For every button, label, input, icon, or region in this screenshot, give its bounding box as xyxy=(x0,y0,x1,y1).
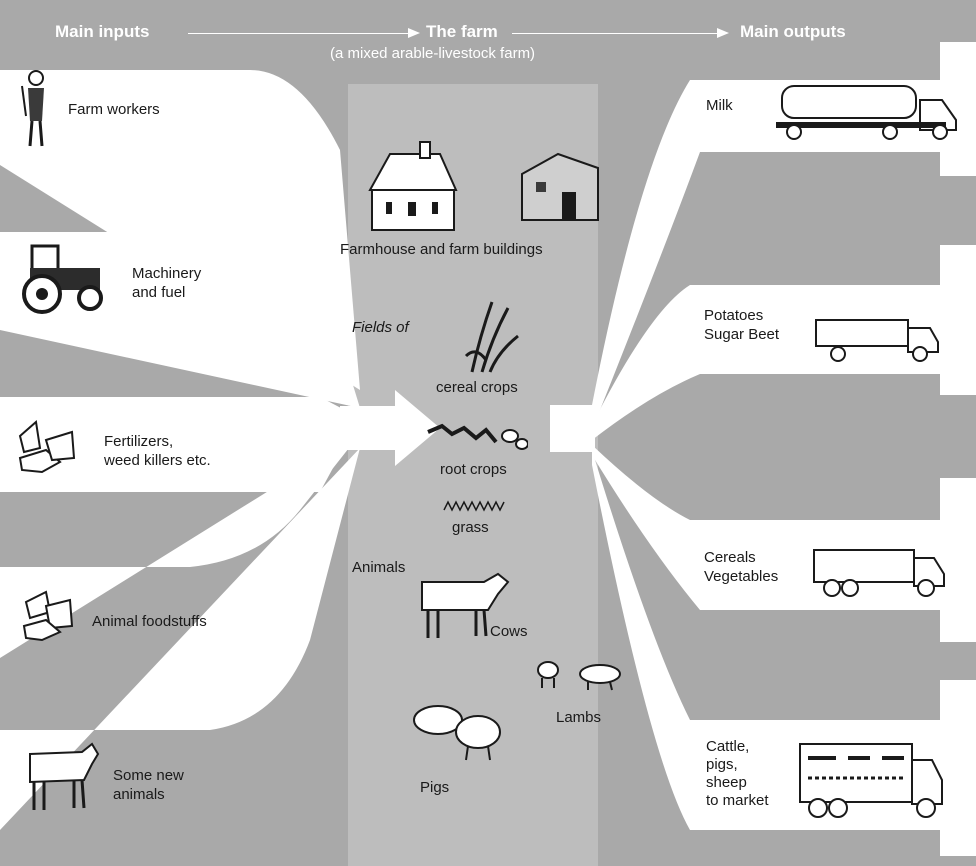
feed-sacks-icon xyxy=(22,590,74,642)
output-arrow-cereals xyxy=(592,445,976,642)
farmhouse-icon xyxy=(368,141,458,231)
input-label-farm-workers: Farm workers xyxy=(68,101,160,118)
open-truck-icon xyxy=(815,319,939,362)
input-label-fertilizers: Fertilizers, weed killers etc. xyxy=(104,433,211,469)
output-arrow-potatoes xyxy=(592,245,976,440)
output-label-milk: Milk xyxy=(706,97,733,114)
cow-icon xyxy=(29,742,100,810)
main-outputs-title: Main outputs xyxy=(740,22,846,41)
header-arrowhead-right xyxy=(717,28,729,38)
output-label-cereals: Cereals Vegetables xyxy=(704,549,779,585)
lorry-icon xyxy=(813,549,945,597)
grass-label: grass xyxy=(452,519,489,536)
grass-icon xyxy=(443,500,505,512)
milk-tanker-icon xyxy=(776,85,957,140)
farm-worker-icon xyxy=(21,70,44,147)
cows-label: Cows xyxy=(490,623,528,640)
central-output-stub xyxy=(550,405,595,452)
input-arrow-foodstuffs xyxy=(0,434,360,658)
header-line-left xyxy=(188,33,408,34)
input-arrow-new-animals xyxy=(0,448,360,830)
barn-icon xyxy=(521,152,599,221)
cereal-icon xyxy=(464,301,519,373)
input-label-new-animals: Some new animals xyxy=(113,767,184,803)
header-arrowhead-left xyxy=(408,28,420,38)
livestock-truck-icon xyxy=(799,743,943,818)
farm-title: The farm xyxy=(426,22,498,41)
root-crops-icon xyxy=(427,423,528,450)
central-input-arrow xyxy=(340,390,440,466)
lambs-label: Lambs xyxy=(556,709,602,726)
animals-label: Animals xyxy=(352,559,406,576)
output-arrow-milk xyxy=(592,42,976,430)
fertilizer-sacks-icon xyxy=(18,420,76,474)
lambs-icon xyxy=(537,661,621,691)
root-crops-label: root crops xyxy=(440,461,507,478)
header-line-right xyxy=(512,33,717,34)
output-label-livestock: Cattle, pigs, sheep to market xyxy=(706,738,769,809)
pigs-icon xyxy=(413,705,501,761)
cow-drawing-icon xyxy=(421,572,510,638)
input-label-machinery: Machinery and fuel xyxy=(132,265,202,301)
output-label-potatoes: Potatoes Sugar Beet xyxy=(704,307,780,343)
farm-subtitle: (a mixed arable-livestock farm) xyxy=(330,45,536,62)
input-arrow-fertilizers xyxy=(0,397,360,492)
fields-label: Fields of xyxy=(352,319,409,336)
cereal-crops-label: cereal crops xyxy=(436,379,518,396)
buildings-label: Farmhouse and farm buildings xyxy=(340,241,543,258)
tractor-icon xyxy=(22,244,103,314)
main-inputs-title: Main inputs xyxy=(55,22,150,41)
pigs-label: Pigs xyxy=(420,779,450,796)
input-label-animal-foodstuffs: Animal foodstuffs xyxy=(92,613,207,630)
